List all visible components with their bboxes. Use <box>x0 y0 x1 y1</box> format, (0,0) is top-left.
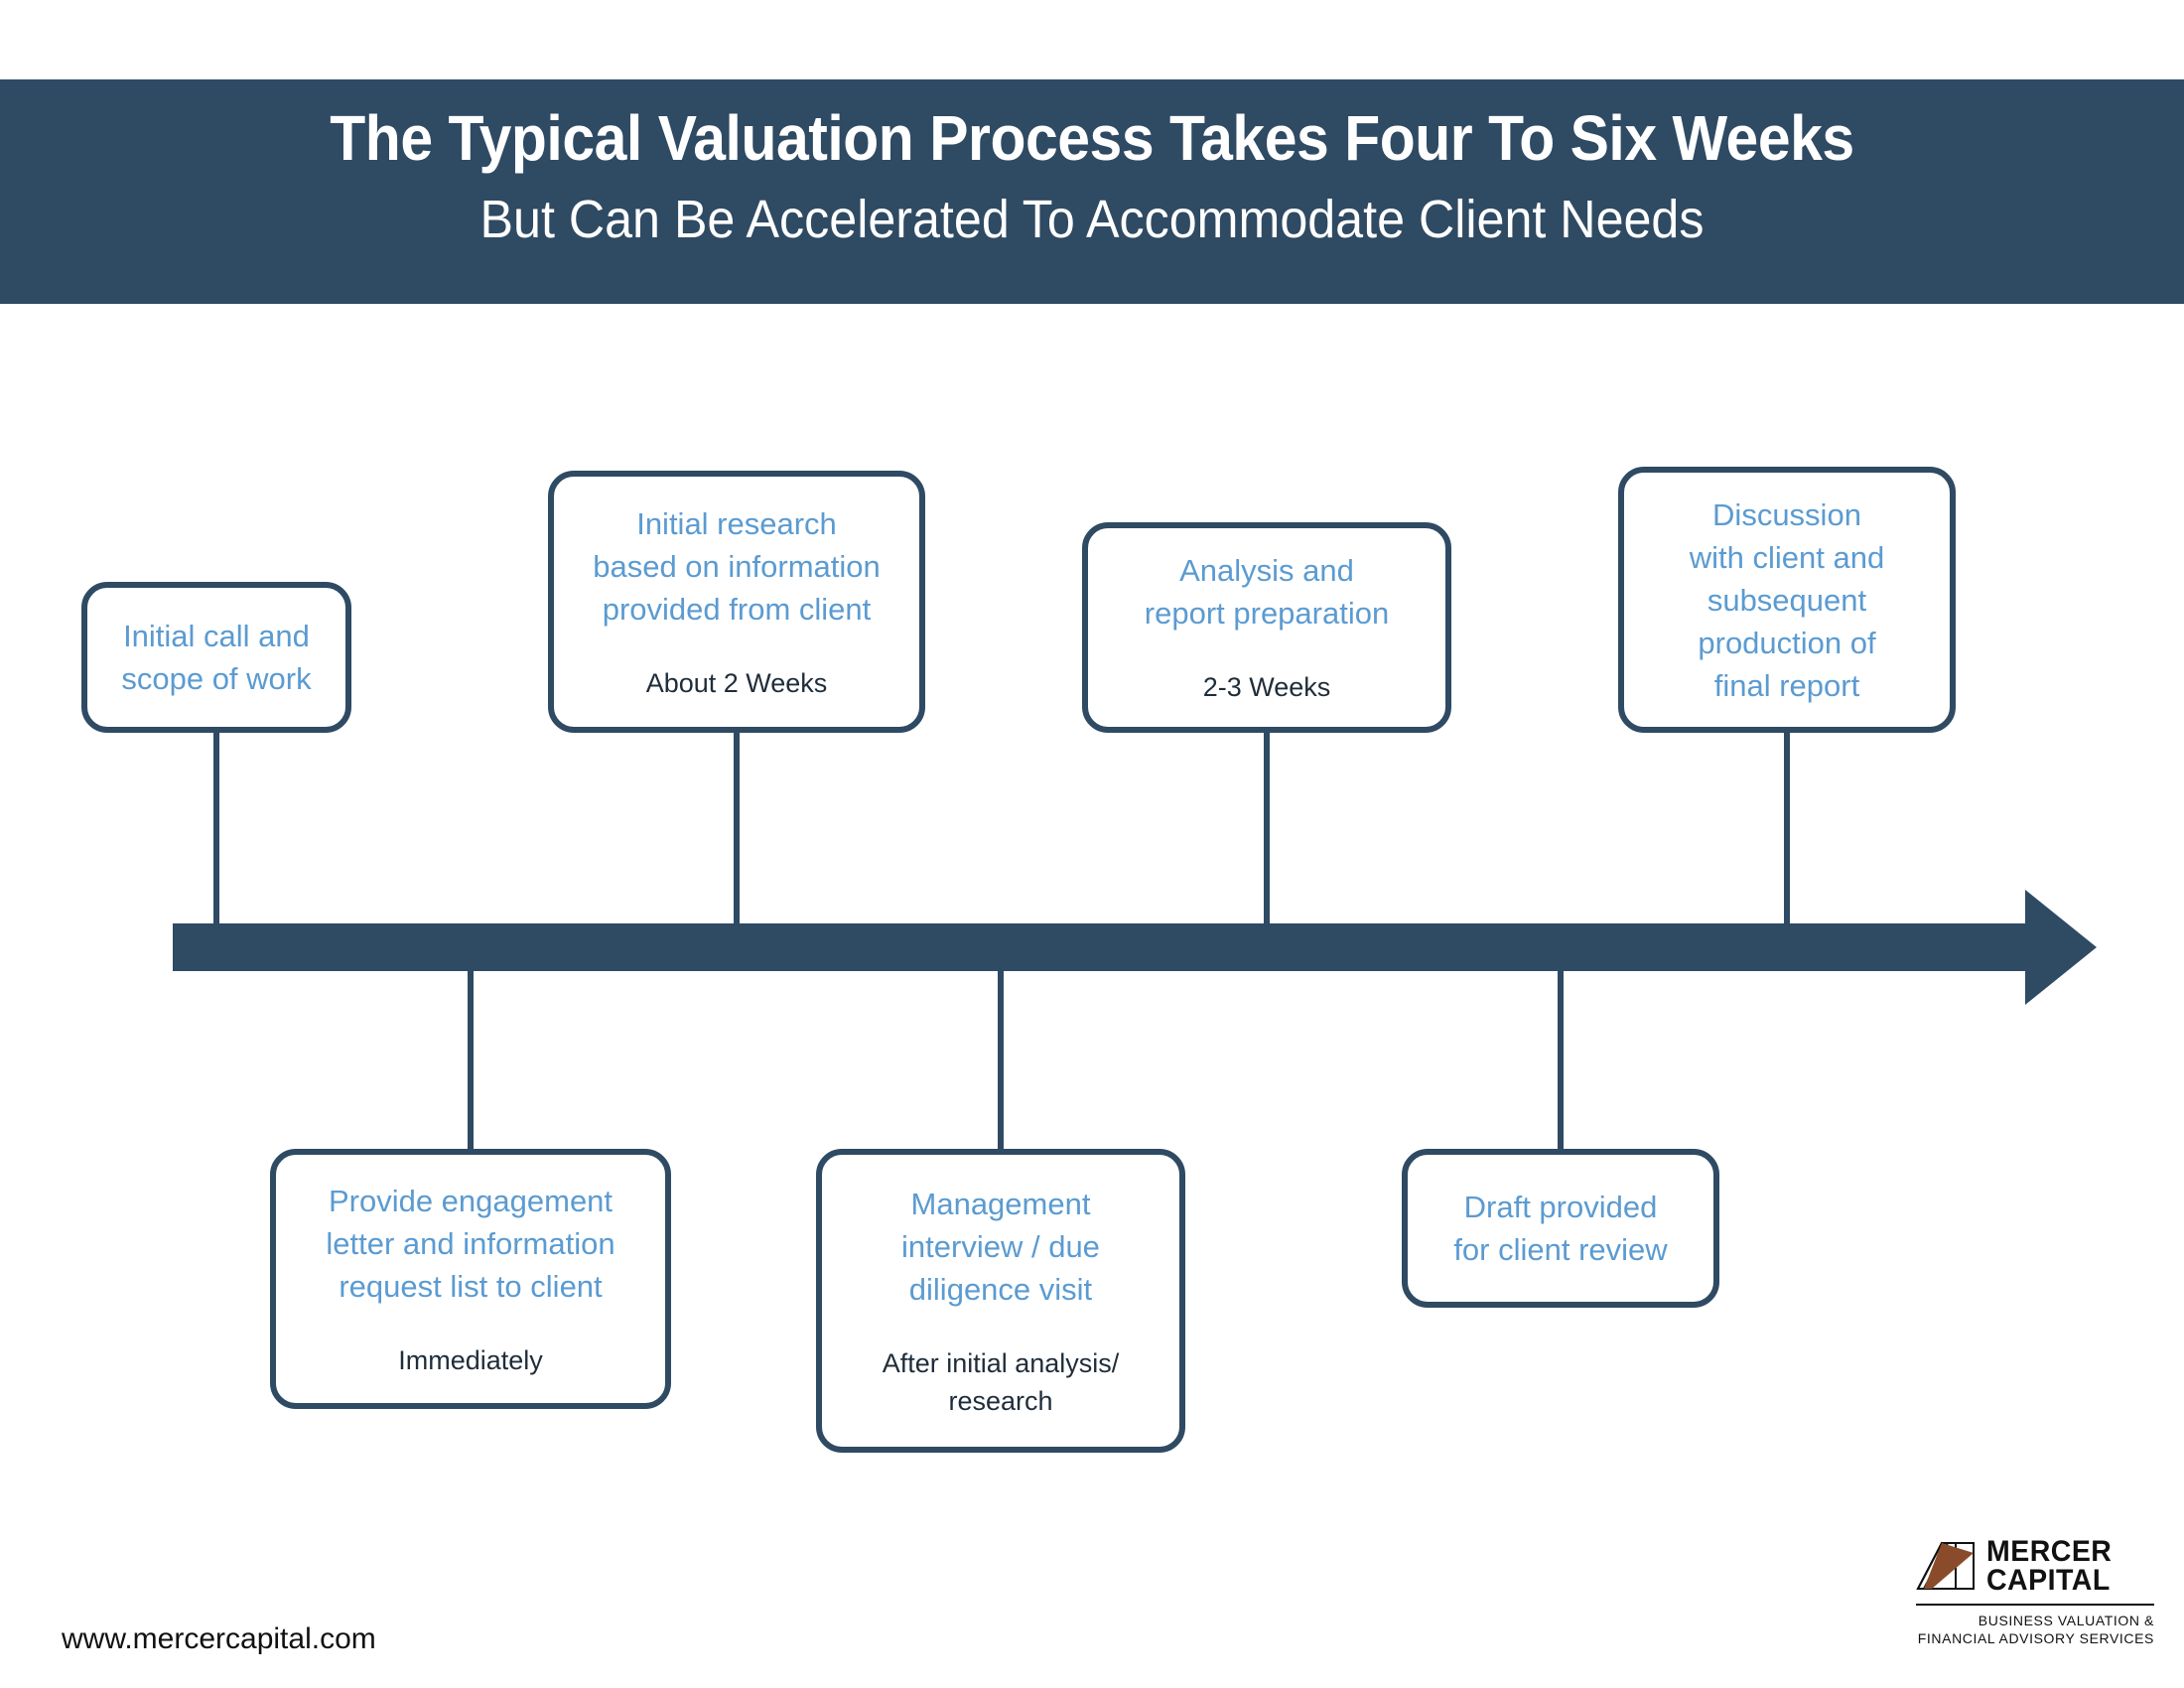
mercer-capital-logo: MERCER CAPITAL BUSINESS VALUATION & FINA… <box>1916 1537 2154 1654</box>
timeline-arrow <box>173 890 2097 1005</box>
mercer-triangle-mark-icon <box>1916 1539 1978 1597</box>
step-title: Discussion with client and subsequent pr… <box>1689 496 1885 703</box>
logo-divider <box>1916 1604 2154 1606</box>
process-step-initial-research[interactable]: Initial research based on information pr… <box>548 471 925 733</box>
process-step-initial-call[interactable]: Initial call and scope of work <box>81 582 351 733</box>
step-title: Initial research based on information pr… <box>593 505 881 627</box>
process-step-engagement-letter[interactable]: Provide engagement letter and informatio… <box>270 1149 671 1409</box>
process-step-discussion-final-report[interactable]: Discussion with client and subsequent pr… <box>1618 467 1956 733</box>
step-duration: 2-3 Weeks <box>1202 672 1331 702</box>
process-step-draft-review[interactable]: Draft provided for client review <box>1402 1149 1719 1308</box>
step-title: Initial call and scope of work <box>121 619 312 696</box>
process-step-analysis-report[interactable]: Analysis and report preparation 2-3 Weeks <box>1082 522 1451 733</box>
step-duration: After initial analysis/ research <box>882 1347 1120 1416</box>
step-title: Analysis and report preparation <box>1144 553 1390 631</box>
process-step-management-interview[interactable]: Management interview / due diligence vis… <box>816 1149 1185 1453</box>
header-banner: The Typical Valuation Process Takes Four… <box>0 79 2184 304</box>
website-url[interactable]: www.mercercapital.com <box>62 1622 376 1655</box>
logo-name-line1: MERCER <box>1986 1535 2113 1568</box>
step-title: Draft provided for client review <box>1453 1190 1668 1267</box>
logo-wordmark: MERCER CAPITAL <box>1986 1535 2113 1597</box>
step-duration: Immediately <box>398 1344 543 1375</box>
step-title: Provide engagement letter and informatio… <box>326 1183 615 1304</box>
step-duration: About 2 Weeks <box>645 667 828 698</box>
page-title: The Typical Valuation Process Takes Four… <box>330 102 1854 174</box>
logo-tagline: BUSINESS VALUATION & FINANCIAL ADVISORY … <box>1917 1613 2154 1646</box>
page-subtitle: But Can Be Accelerated To Accommodate Cl… <box>479 190 1705 249</box>
step-title: Management interview / due diligence vis… <box>901 1186 1100 1307</box>
logo-name-line2: CAPITAL <box>1986 1564 2111 1597</box>
logo-top-row: MERCER CAPITAL <box>1916 1537 2154 1601</box>
